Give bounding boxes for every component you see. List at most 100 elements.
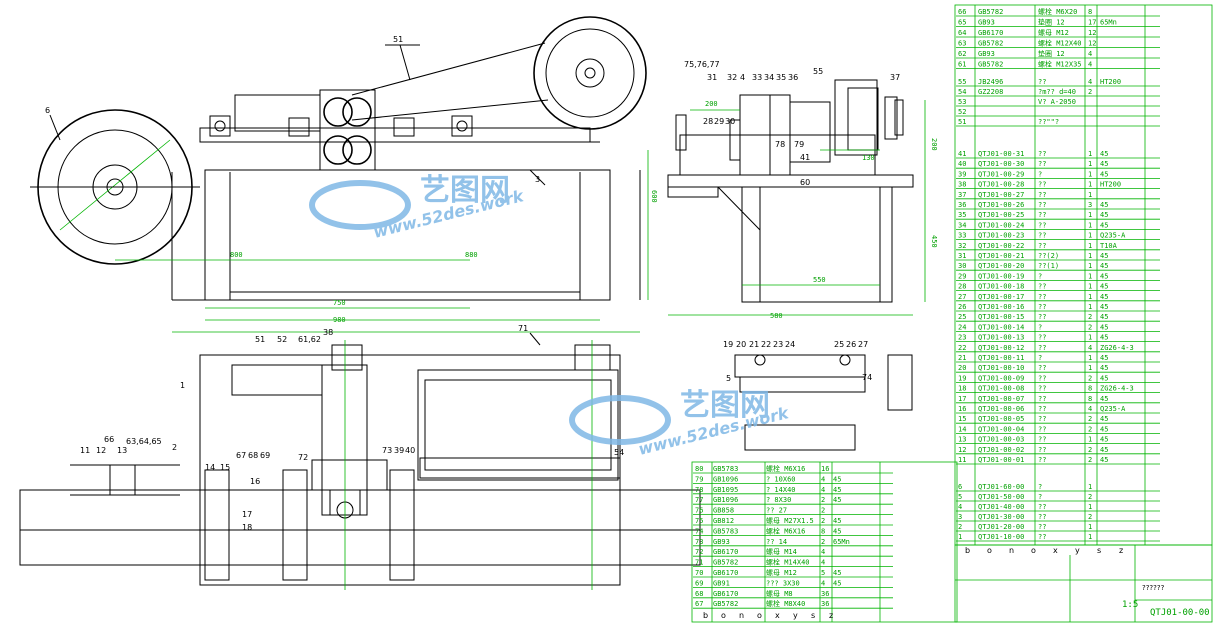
table-cell: QTJ01-00-14: [978, 323, 1024, 331]
table-cell: 41: [958, 150, 966, 158]
label-2: 2: [172, 443, 177, 452]
table-cell: 1: [1088, 160, 1092, 168]
label-34: 34: [764, 73, 774, 82]
label-31: 31: [707, 73, 717, 82]
table-cell: QTJ01-00-05: [978, 415, 1024, 423]
label-36: 36: [788, 73, 798, 82]
plan-view: 71 51 52 61,62 38 1 2 11 12 66 13 63,64,…: [19, 324, 701, 590]
label-24: 24: [785, 340, 795, 349]
label-15: 15: [220, 463, 230, 472]
table-cell: 螺母 M12: [1038, 28, 1069, 37]
table-cell: 24: [958, 323, 966, 331]
table-cell: 67: [695, 600, 703, 608]
table-cell: 1: [1088, 503, 1092, 511]
table-cell: GB1095: [713, 486, 738, 494]
table-cell: 1: [1088, 533, 1092, 541]
title-name: ??????: [1142, 584, 1165, 592]
table-cell: 45: [1100, 425, 1108, 433]
table-cell: GB858: [713, 507, 734, 515]
label-63-65: 63,64,65: [126, 437, 162, 446]
table-cell: QTJ01-00-07: [978, 395, 1024, 403]
table-cell: V? A-2050: [1038, 98, 1076, 106]
label-37: 37: [890, 73, 900, 82]
table-cell: 18: [958, 385, 966, 393]
table-cell: QTJ01-00-12: [978, 344, 1024, 352]
label-16: 16: [250, 477, 260, 486]
table-cell: ??""?: [1038, 118, 1059, 126]
dim-450: 450: [930, 235, 938, 248]
table-cell: ??: [1038, 150, 1046, 158]
label-51: 51: [393, 35, 403, 44]
table-cell: 54: [958, 88, 966, 96]
table-cell: 2: [821, 538, 825, 546]
table-cell: QTJ01-50-00: [978, 493, 1024, 501]
table-cell: 4: [821, 486, 825, 494]
label-52: 52: [277, 335, 287, 344]
table-cell: 1: [1088, 181, 1092, 189]
table-cell: 77: [695, 496, 703, 504]
dim-130: 130: [862, 154, 875, 162]
table-cell: 39: [958, 170, 966, 178]
footer-letter: o: [987, 546, 992, 555]
detail-view: 19 20 21 22 23 24 25 26 27 5 74: [723, 340, 913, 451]
table-cell: GB1096: [713, 475, 738, 483]
table-cell: 70: [695, 569, 703, 577]
table-cell: 4: [1088, 61, 1092, 69]
table-cell: QTJ01-00-17: [978, 293, 1024, 301]
table-cell: 65Mn: [833, 538, 850, 546]
table-cell: ??: [1038, 78, 1046, 86]
label-13: 13: [117, 446, 127, 455]
label-14: 14: [205, 463, 215, 472]
table-cell: QTJ01-00-18: [978, 283, 1024, 291]
table-cell: 17: [958, 395, 966, 403]
table-cell: 螺栓 M8X40: [766, 599, 805, 608]
table-cell: 1: [1088, 523, 1092, 531]
table-cell: GB6170: [713, 548, 738, 556]
table-cell: 45: [833, 496, 841, 504]
table-cell: 8: [821, 527, 825, 535]
label-23: 23: [773, 340, 783, 349]
table-cell: 16: [821, 465, 829, 473]
table-cell: 3: [958, 513, 962, 521]
table-cell: QTJ01-00-20: [978, 262, 1024, 270]
table-cell: GB1096: [713, 496, 738, 504]
label-27: 27: [858, 340, 868, 349]
table-cell: 6: [958, 483, 962, 491]
table-cell: 12: [1088, 40, 1096, 48]
table-cell: 36: [821, 600, 829, 608]
table-cell: 螺母 M27X1.5: [766, 516, 814, 525]
table-cell: 4: [1088, 344, 1092, 352]
label-1: 1: [180, 381, 185, 390]
table-cell: QTJ01-00-01: [978, 456, 1024, 464]
table-cell: ??: [1038, 395, 1046, 403]
table-cell: ??: [1038, 303, 1046, 311]
pulley-centerline: [59, 139, 171, 231]
table-cell: 45: [1100, 303, 1108, 311]
table-cell: 4: [821, 579, 825, 587]
label-35: 35: [776, 73, 786, 82]
table-cell: 45: [1100, 334, 1108, 342]
label-11: 11: [80, 446, 90, 455]
table-cell: ??: [1038, 513, 1046, 521]
table-cell: 1: [1088, 262, 1092, 270]
table-cell: 2: [1088, 446, 1092, 454]
table-cell: 4: [821, 548, 825, 556]
table-cell: ??: [1038, 436, 1046, 444]
table-cell: 45: [1100, 395, 1108, 403]
table-cell: 23: [958, 334, 966, 342]
table-cell: ??: [1038, 313, 1046, 321]
table-cell: 1: [1088, 364, 1092, 372]
table-cell: GB5783: [713, 527, 738, 535]
table-cell: 2: [821, 517, 825, 525]
table-cell: 2: [821, 507, 825, 515]
table-cell: 68: [695, 590, 703, 598]
label-70: 72: [298, 453, 308, 462]
footer-letter: s: [1097, 546, 1101, 555]
label-25: 25: [834, 340, 844, 349]
table-cell: 45: [1100, 364, 1108, 372]
table-cell: QTJ01-00-21: [978, 252, 1024, 260]
table-cell: 1: [1088, 334, 1092, 342]
table-cell: 螺栓 M12X35: [1038, 60, 1082, 69]
